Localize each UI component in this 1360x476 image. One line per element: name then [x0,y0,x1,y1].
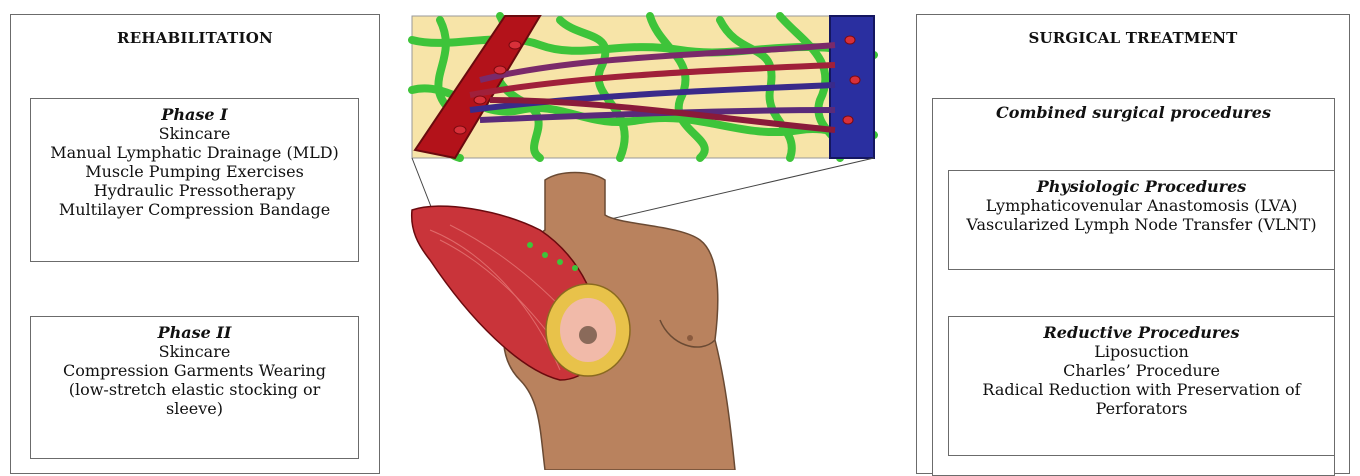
rehabilitation-panel: REHABILITATION Phase I Skincare Manual L… [10,14,380,474]
reductive-item: Perforators [949,399,1334,418]
magnified-vessels-inset [412,16,874,158]
physiologic-box: Physiologic Procedures Lymphaticovenular… [948,170,1335,270]
phase-2-box: Phase II Skincare Compression Garments W… [30,316,359,459]
phase-1-item: Manual Lymphatic Drainage (MLD) [31,143,358,162]
phase-1-item: Multilayer Compression Bandage [31,200,358,219]
reductive-item: Radical Reduction with Preservation of [949,380,1334,399]
phase-1-item: Hydraulic Pressotherapy [31,181,358,200]
phase-2-item: Skincare [31,342,358,361]
phase-1-box: Phase I Skincare Manual Lymphatic Draina… [30,98,359,262]
reductive-heading: Reductive Procedures [949,323,1334,342]
combined-heading: Combined surgical procedures [933,103,1334,122]
phase-2-item: (low-stretch elastic stocking or [31,380,358,399]
reductive-item: Charles’ Procedure [949,361,1334,380]
phase-2-item: Compression Garments Wearing [31,361,358,380]
reductive-box: Reductive Procedures Liposuction Charles… [948,316,1335,456]
phase-2-heading: Phase II [31,323,358,342]
surgical-title: SURGICAL TREATMENT [917,29,1349,47]
physiologic-heading: Physiologic Procedures [949,177,1334,196]
physiologic-item: Lymphaticovenular Anastomosis (LVA) [949,196,1334,215]
reductive-item: Liposuction [949,342,1334,361]
torso-figure [412,173,735,471]
phase-1-heading: Phase I [31,105,358,124]
phase-1-item: Muscle Pumping Exercises [31,162,358,181]
rehabilitation-title: REHABILITATION [11,29,379,47]
lymphatic-anatomy-illustration [405,0,885,470]
physiologic-item: Vascularized Lymph Node Transfer (VLNT) [949,215,1334,234]
phase-1-item: Skincare [31,124,358,143]
surgical-panel: SURGICAL TREATMENT Combined surgical pro… [916,14,1350,474]
phase-2-item: sleeve) [31,399,358,418]
